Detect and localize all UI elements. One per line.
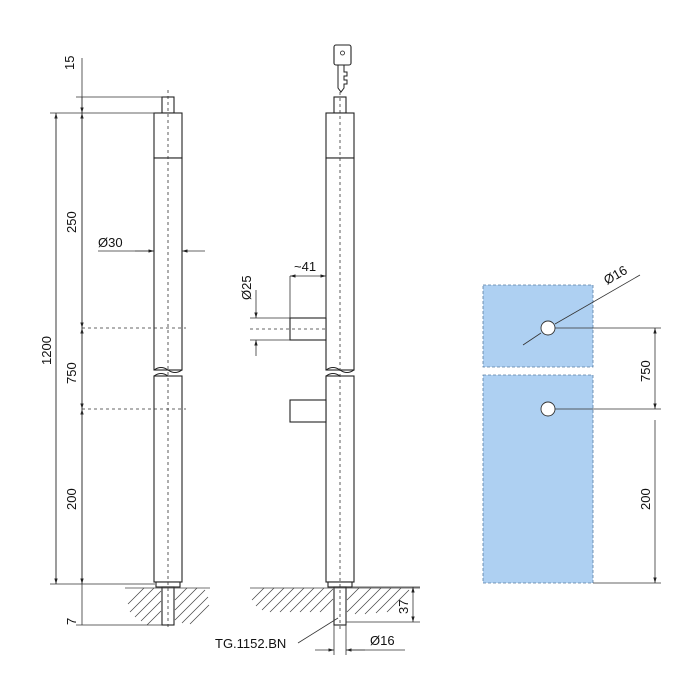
label-pin-diameter: Ø16 xyxy=(370,633,395,648)
glass-panel-lower xyxy=(482,374,594,584)
glass-panel-view: 750 200 Ø16 xyxy=(482,262,661,584)
label-embed-depth: 7 xyxy=(64,618,79,625)
ground-hatch-middle xyxy=(250,587,420,615)
hinge-arm-upper xyxy=(289,317,327,341)
part-number-leader xyxy=(297,617,339,644)
key-icon xyxy=(333,44,352,93)
label-hinge-offset: ~41 xyxy=(294,259,316,274)
label-top-cap: 15 xyxy=(62,56,77,70)
label-total-height: 1200 xyxy=(39,336,54,365)
middle-post-view: Ø25 ~41 37 xyxy=(215,44,420,655)
break-line-upper xyxy=(153,367,183,373)
hinge-arm-lower xyxy=(289,399,327,423)
part-number: TG.1152.BN xyxy=(215,636,286,651)
label-panel-bottom: 200 xyxy=(638,488,653,510)
label-upper-segment: 250 xyxy=(64,211,79,233)
hole-lower xyxy=(540,401,556,417)
hole-leader-lower xyxy=(522,332,542,346)
ground-hatch-left xyxy=(125,587,210,626)
hole-leader-upper xyxy=(554,274,641,325)
label-post-diameter: Ø30 xyxy=(98,235,123,250)
hole-upper xyxy=(540,320,556,336)
post-lower-segment xyxy=(153,375,183,583)
label-base-depth: 37 xyxy=(396,600,411,614)
glass-panel-upper xyxy=(482,284,594,368)
label-hinge-diameter: Ø25 xyxy=(239,275,254,300)
left-post-view: 15 1200 250 750 200 7 Ø30 xyxy=(39,56,210,630)
label-panel-spacing: 750 xyxy=(638,360,653,382)
label-middle-segment: 750 xyxy=(64,362,79,384)
label-lower-segment: 200 xyxy=(64,488,79,510)
